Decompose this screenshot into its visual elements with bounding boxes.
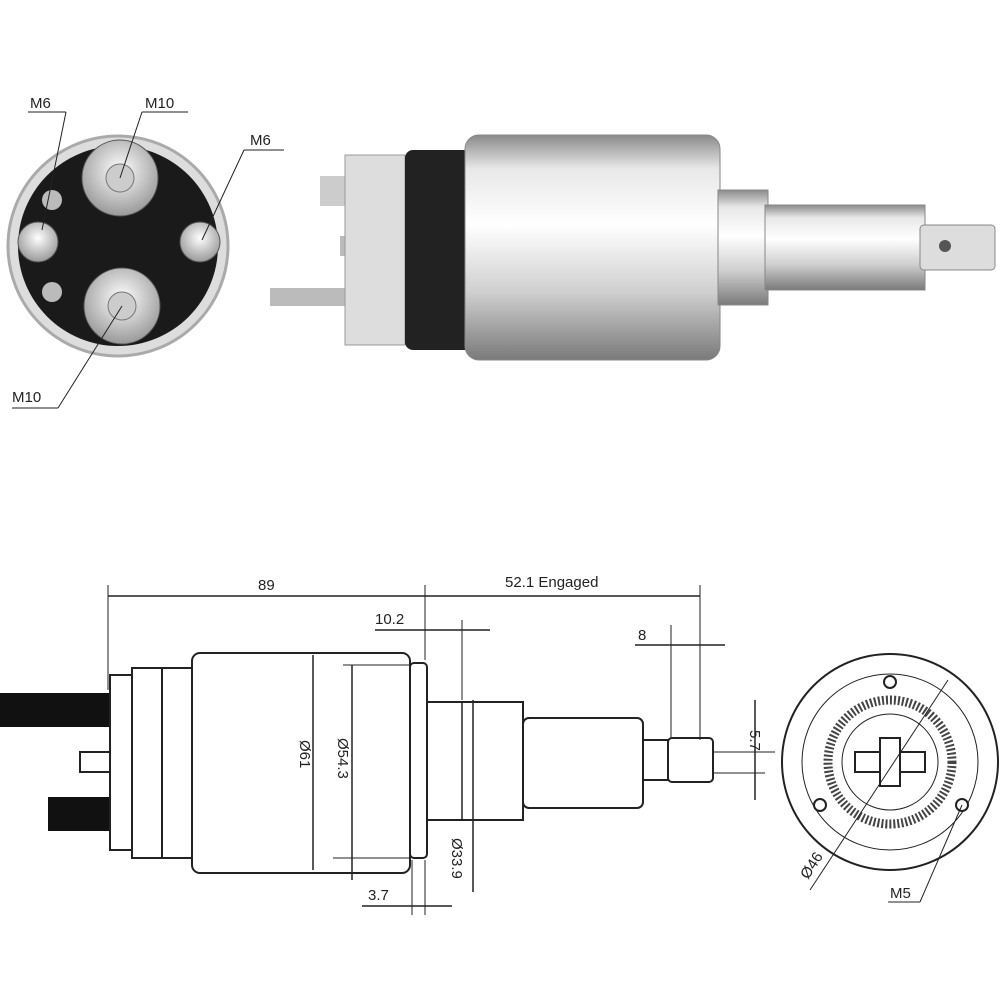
dim-8: 8: [638, 627, 646, 644]
end-view-photo: [6, 134, 230, 358]
label-m6-right: M6: [250, 132, 271, 149]
dim-5-7: 5.7: [746, 730, 763, 751]
photo-callouts: M6 M10 M6 M10: [12, 95, 284, 409]
label-m6-left: M6: [30, 95, 51, 112]
m6-left-terminal: [17, 221, 59, 263]
dim-dia-33-9: Ø33.9: [448, 838, 465, 879]
dim-89: 89: [258, 577, 275, 594]
mount-hole: [813, 798, 827, 812]
dim-52-1-engaged: 52.1 Engaged: [505, 574, 598, 591]
dim-10-2: 10.2: [375, 611, 404, 628]
mount-hole: [883, 675, 897, 689]
side-view-drawing: [0, 652, 714, 874]
dim-dia-61: Ø61: [296, 740, 313, 768]
m6-right-terminal: [179, 221, 221, 263]
dim-dia-54-3: Ø54.3: [334, 738, 351, 779]
dim-3-7: 3.7: [368, 887, 389, 904]
label-m10-bottom: M10: [12, 389, 41, 406]
dim-dia-46: Ø46: [797, 849, 827, 882]
label-m10-top: M10: [145, 95, 174, 112]
dimension-lines: 89 52.1 Engaged 10.2 8 5.7 Ø61 Ø54.3 Ø33…: [107, 574, 775, 915]
dim-m5: M5: [890, 885, 911, 902]
side-view-photo: [270, 134, 996, 361]
front-view-drawing: Ø46 M5: [781, 653, 999, 903]
